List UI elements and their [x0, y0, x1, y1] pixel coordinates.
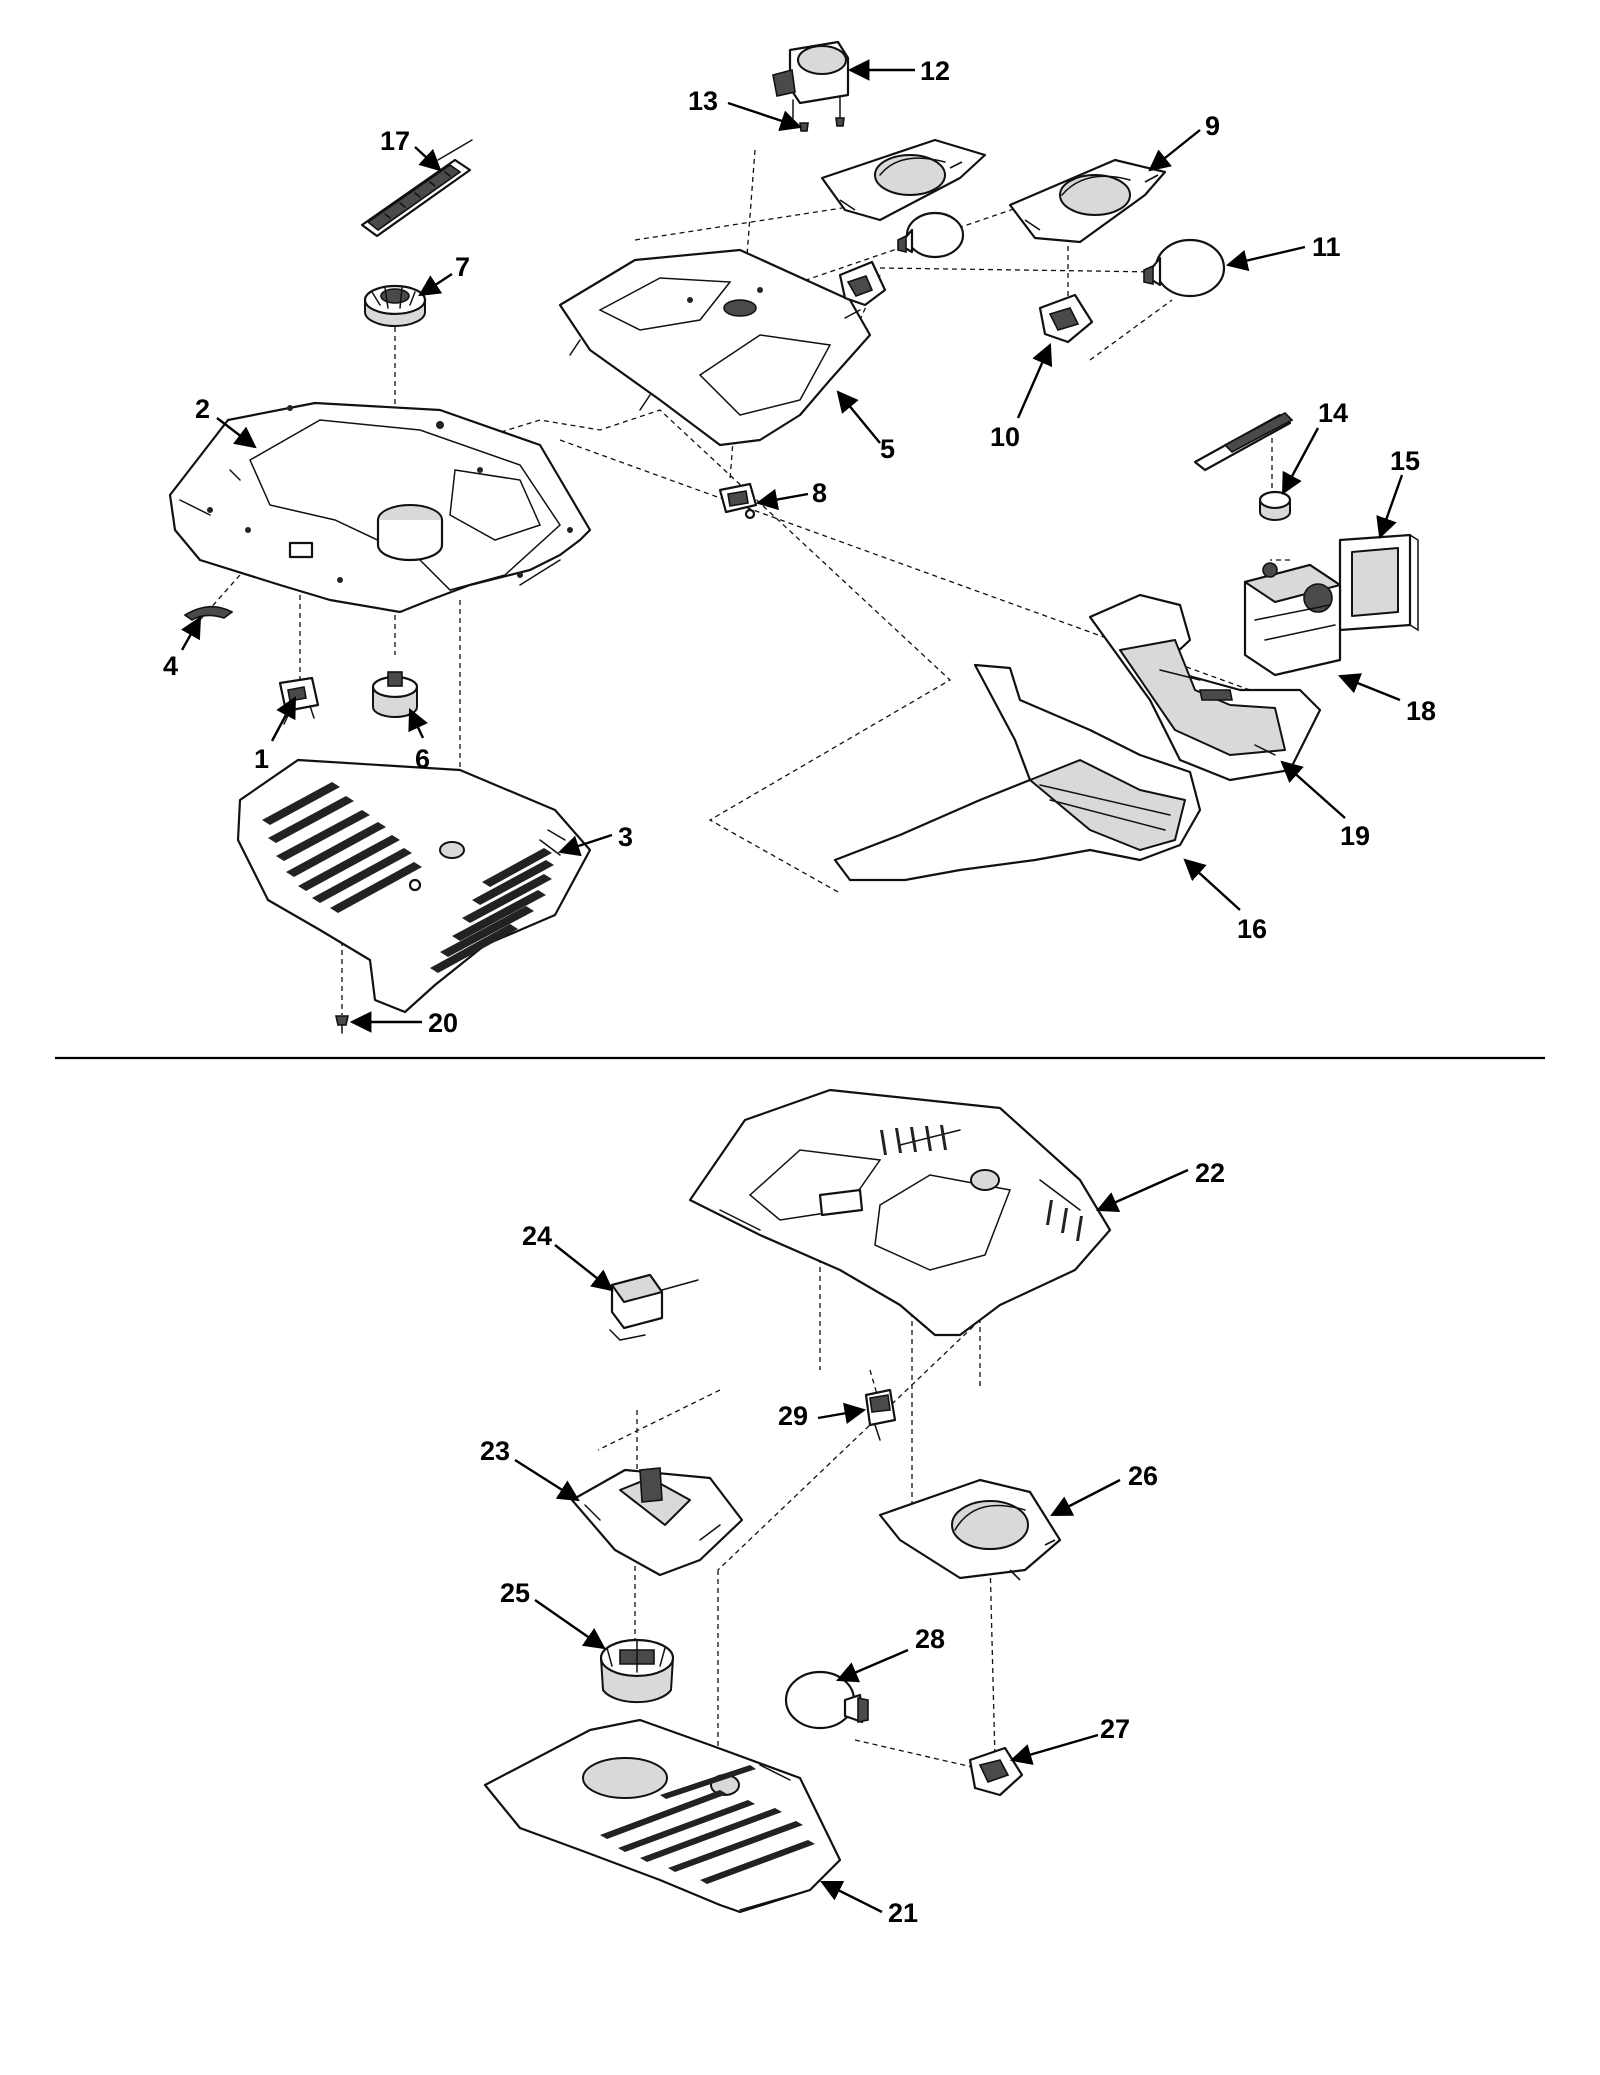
part-23-switch-mount	[570, 1467, 744, 1577]
part-27-lamp-socket	[968, 1746, 1024, 1797]
part-26-lamp-cover	[878, 1478, 1062, 1581]
part-5-bracket-frame	[558, 248, 872, 447]
callout-8: 8	[812, 478, 827, 508]
lamp-socket-left	[838, 260, 887, 307]
callout-arrows	[180, 59, 1404, 1914]
callout-27: 27	[1100, 1714, 1130, 1744]
callout-23: 23	[480, 1436, 510, 1466]
part-19-dispenser-housing	[1088, 593, 1322, 782]
part-24-switch-motor	[609, 1273, 699, 1341]
part-9-lamp-cover	[1008, 158, 1167, 244]
part-15-bezel-frame	[1338, 533, 1419, 632]
callout-5: 5	[880, 434, 895, 464]
part-7-gear	[363, 284, 427, 327]
callout-16: 16	[1237, 914, 1267, 944]
grille-slots-right	[430, 848, 554, 973]
part-11-bulb	[1143, 238, 1226, 298]
callout-10: 10	[990, 422, 1020, 452]
callout-1: 1	[254, 744, 269, 774]
callout-26: 26	[1128, 1461, 1158, 1491]
part-20-screw	[335, 1015, 349, 1034]
callout-20: 20	[428, 1008, 458, 1038]
lamp-cover-left	[820, 138, 987, 222]
callout-21: 21	[888, 1898, 918, 1928]
part-25-knob	[599, 1638, 675, 1704]
part-6-knob	[371, 671, 419, 718]
part-14-gear	[1258, 490, 1292, 521]
callout-11: 11	[1312, 232, 1341, 262]
callout-18: 18	[1406, 696, 1436, 726]
callout-2: 2	[195, 394, 210, 424]
part-3-grille-tray	[236, 758, 592, 1014]
part-22-upper-housing	[688, 1088, 1112, 1337]
callout-9: 9	[1205, 111, 1220, 141]
part-18-control-module	[1243, 562, 1342, 677]
belt-strip-right	[1193, 412, 1294, 472]
callout-17: 17	[380, 126, 410, 156]
part-16-trim	[833, 663, 1202, 882]
callout-28: 28	[915, 1624, 945, 1654]
callout-12: 12	[920, 56, 950, 86]
callout-25: 25	[500, 1578, 530, 1608]
callout-7: 7	[455, 252, 470, 282]
part-2-mounting-plate	[168, 401, 592, 614]
part-10-lamp-socket	[1038, 293, 1094, 344]
callout-13: 13	[688, 86, 718, 116]
part-8-actuator	[718, 482, 758, 520]
callout-14: 14	[1318, 398, 1348, 428]
part-21-lower-tray	[483, 1718, 842, 1914]
callout-15: 15	[1390, 446, 1420, 476]
callout-3: 3	[618, 822, 633, 852]
part-17-belt-strip	[360, 139, 473, 238]
callout-22: 22	[1195, 1158, 1225, 1188]
lamp-bulb-left	[897, 211, 965, 259]
part-29-switch	[864, 1388, 897, 1441]
callout-labels: 1 2 3 4 5 6 7 8 9 10 11 12 13 14 15 16 1…	[163, 56, 1436, 1928]
part-13-screws	[799, 117, 845, 132]
callout-24: 24	[522, 1221, 552, 1251]
callout-19: 19	[1340, 821, 1370, 851]
callout-6: 6	[415, 744, 430, 774]
part-12-motor	[772, 40, 850, 119]
grille-slots-left	[262, 782, 422, 913]
part-4-clip	[183, 605, 234, 621]
part-28-bulb	[784, 1670, 869, 1730]
callout-29: 29	[778, 1401, 808, 1431]
callout-4: 4	[163, 651, 178, 681]
